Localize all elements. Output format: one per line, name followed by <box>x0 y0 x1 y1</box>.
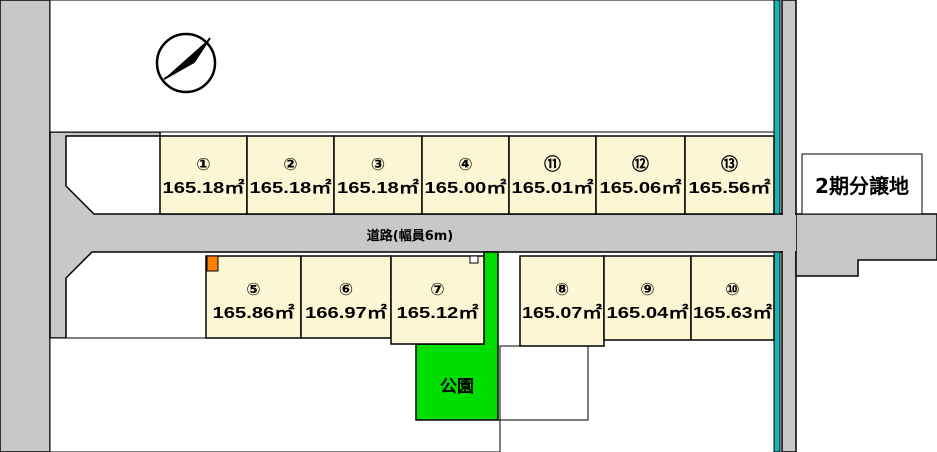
lot-shape <box>246 135 335 215</box>
water-channel-lower <box>773 251 781 452</box>
lot-12: ⑨ 165.04㎡ <box>603 255 692 341</box>
lot-area: 165.01㎡ <box>512 178 594 197</box>
lot-number: ④ <box>458 155 472 174</box>
corner-marker <box>206 255 219 272</box>
road-seam-right <box>783 215 795 275</box>
lot-shape <box>333 135 423 215</box>
lot-13: ⑩ 165.63㎡ <box>690 255 775 341</box>
lot-shape <box>595 135 686 215</box>
lot-shape <box>159 135 248 215</box>
lot-8: ⑤ 165.86㎡ <box>205 255 302 339</box>
left-road <box>0 0 51 452</box>
lot-area: 165.00㎡ <box>425 178 507 197</box>
phase2-label: 2期分譲地 <box>815 174 909 198</box>
lot-shape <box>421 135 510 215</box>
lot-area: 165.18㎡ <box>250 178 332 197</box>
lots-layer: ① 165.18㎡ ② 165.18㎡ ③ 165.18㎡ ④ 165.00㎡ ⑪ 165.01㎡… <box>159 135 775 347</box>
lot-number: ③ <box>371 155 385 174</box>
lot-4: ④ 165.00㎡ <box>421 135 510 215</box>
phase2-box <box>801 153 923 215</box>
lot-number: ⑤ <box>246 280 260 299</box>
neighbor-parcel-southeast <box>499 345 589 421</box>
lot-shape <box>300 255 392 339</box>
lot-area: 165.18㎡ <box>163 178 245 197</box>
water-channel-upper <box>773 0 781 215</box>
lot-number: ⑦ <box>430 280 444 299</box>
lot-area: 165.04㎡ <box>607 303 689 322</box>
lot-3: ③ 165.18㎡ <box>333 135 423 215</box>
lot-shape <box>390 255 485 345</box>
lot-area: 165.86㎡ <box>213 303 295 322</box>
lot-area: 165.63㎡ <box>693 303 772 322</box>
lot-shape <box>205 255 302 339</box>
lot-number: ⑫ <box>632 154 649 174</box>
lot-number: ⑪ <box>544 154 561 174</box>
lot-7: ⑬ 165.56㎡ <box>684 135 775 215</box>
lot-number: ⑧ <box>555 280 569 299</box>
lot-shape <box>508 135 597 215</box>
lot-shape <box>690 255 775 341</box>
lot-area: 165.07㎡ <box>522 303 602 322</box>
lot-number: ① <box>196 155 210 174</box>
lot-number: ⑥ <box>339 280 353 299</box>
lot-2: ② 165.18㎡ <box>246 135 335 215</box>
lot-number: ⑩ <box>725 280 739 299</box>
lot-number: ⑨ <box>640 280 654 299</box>
lot-area: 165.56㎡ <box>689 178 771 197</box>
lot-number: ② <box>283 155 297 174</box>
park-label: 公園 <box>440 377 474 397</box>
lot-notch <box>469 255 479 264</box>
lot-11: ⑧ 165.07㎡ <box>519 255 605 347</box>
road-seam-left <box>51 133 65 337</box>
lot-shape <box>684 135 775 215</box>
lot-6: ⑫ 165.06㎡ <box>595 135 686 215</box>
road-label: 道路(幅員6m) <box>367 228 453 244</box>
lot-shape <box>519 255 605 347</box>
lot-area: 165.18㎡ <box>337 178 419 197</box>
lot-number: ⑬ <box>721 154 738 174</box>
road-seam-main <box>66 215 796 251</box>
lot-10: ⑦ 165.12㎡ <box>390 255 485 345</box>
lot-area: 165.12㎡ <box>397 303 479 322</box>
lot-shape <box>603 255 692 341</box>
east-road <box>795 213 937 277</box>
lot-9: ⑥ 166.97㎡ <box>300 255 392 339</box>
lot-5: ⑪ 165.01㎡ <box>508 135 597 215</box>
lot-area: 165.06㎡ <box>600 178 682 197</box>
lot-area: 166.97㎡ <box>305 303 387 322</box>
lot-1: ① 165.18㎡ <box>159 135 248 215</box>
north-arrow-icon <box>155 32 217 94</box>
